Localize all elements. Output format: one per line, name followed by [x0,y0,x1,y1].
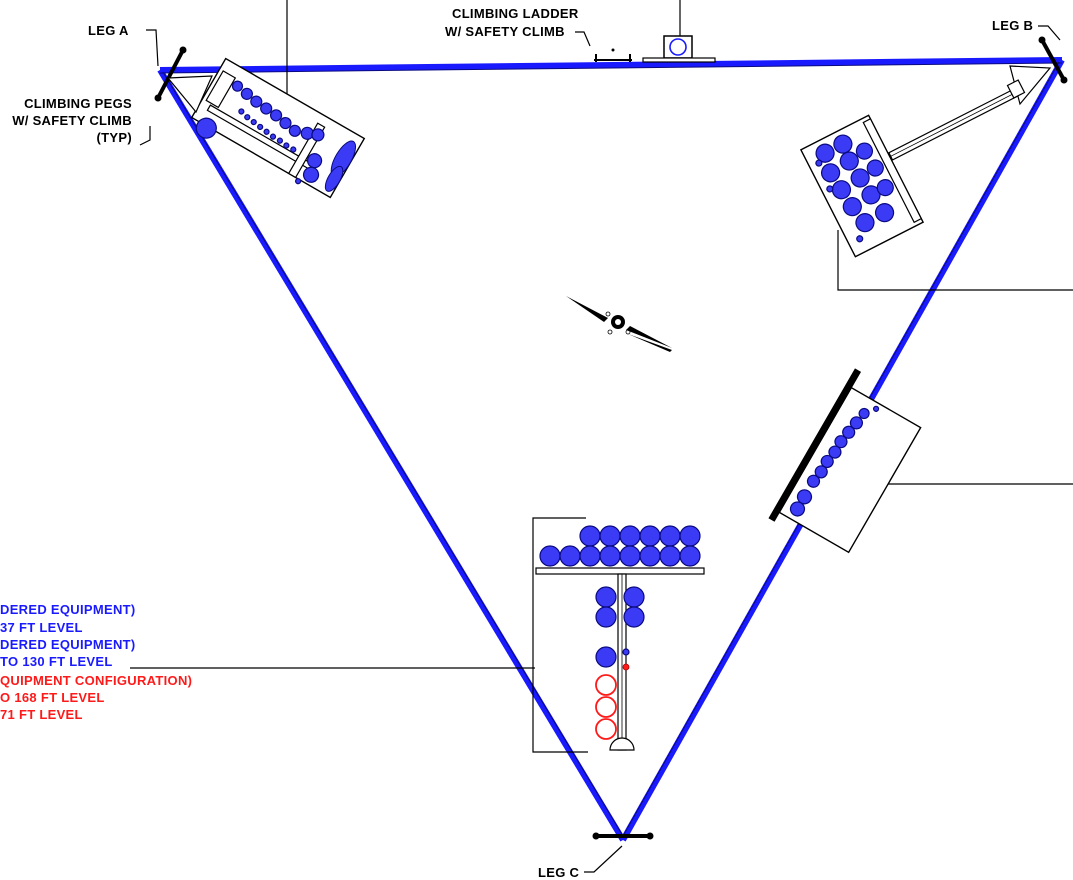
legend-line-7: 71 FT LEVEL [0,707,83,722]
pegs-label-line2: W/ SAFETY CLIMB [12,113,132,128]
sector-b-antennas [799,114,925,258]
leader-lines [130,0,1073,669]
climbing-ladder [575,31,716,63]
legend-line-2: 37 FT LEVEL [0,620,83,635]
leg-b-marker [1038,25,1068,84]
pegs-label-line3: (TYP) [97,130,132,145]
leg-c-marker [584,832,654,873]
legend-line-6: O 168 FT LEVEL [0,690,105,705]
legend-line-5: QUIPMENT CONFIGURATION) [0,673,192,688]
sector-d-platform [532,517,705,753]
sector-a-antennas [190,57,366,199]
ladder-label-line2: W/ SAFETY CLIMB [445,24,565,39]
leg-c-label: LEG C [538,865,580,880]
sector-b-arm [888,84,1026,161]
legend-line-1: DERED EQUIPMENT) [0,602,136,617]
pegs-label-line1: CLIMBING PEGS [24,96,132,111]
sector-c-antennas [768,368,922,554]
legend-line-3: DERED EQUIPMENT) [0,637,136,652]
sector-d-antennas [539,525,701,668]
leg-b-label: LEG B [992,18,1033,33]
center-compass-icon [566,296,672,352]
leg-a-marker [146,29,187,102]
legend-line-4: TO 130 FT LEVEL [0,654,113,669]
ladder-label-line1: CLIMBING LADDER [452,6,579,21]
sector-a-mount [166,75,213,114]
sector-d-proposed-equipment [595,663,630,740]
leg-a-label: LEG A [88,23,129,38]
sector-b-mount [1006,65,1052,106]
